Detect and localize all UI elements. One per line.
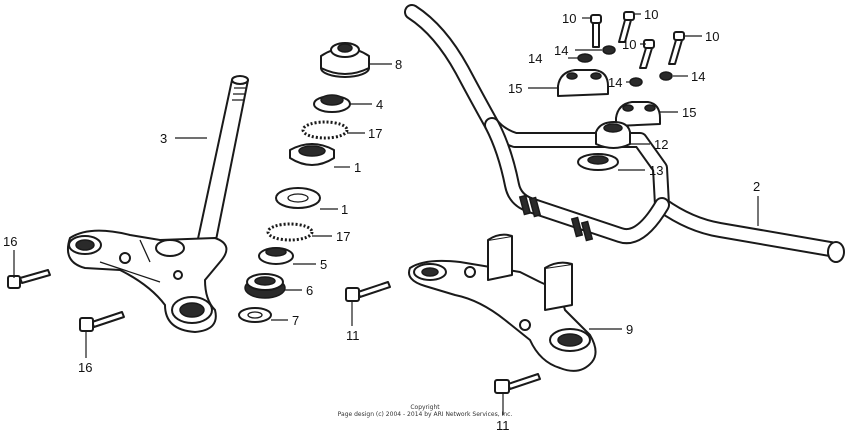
washer-part-7[interactable]	[238, 307, 272, 323]
callout-11-middle: 11	[346, 328, 360, 343]
stem-nut-part-8[interactable]	[320, 42, 370, 78]
callout-13: 13	[649, 163, 663, 178]
steel-balls-part-17-lower[interactable]	[266, 222, 314, 242]
callout-1-lower: 1	[341, 202, 348, 217]
callout-4: 4	[376, 97, 383, 112]
handlebar-part-2[interactable]	[404, 4, 845, 263]
callout-17-upper: 17	[368, 126, 382, 141]
dust-seal-part-6[interactable]	[244, 273, 286, 299]
ball-race-part-1-upper[interactable]	[289, 143, 335, 166]
bolt-part-11-middle[interactable]	[345, 281, 391, 302]
callout-15-right: 15	[682, 105, 696, 120]
washer-part-14-a[interactable]	[577, 53, 593, 63]
callout-3: 3	[160, 131, 167, 146]
leader-lines	[13, 13, 759, 415]
callout-15-left: 15	[508, 81, 522, 96]
nut-part-12[interactable]	[595, 121, 631, 149]
callout-16-lower: 16	[78, 360, 92, 375]
ball-race-part-1-lower[interactable]	[275, 187, 321, 209]
bolt-part-10-c[interactable]	[639, 39, 655, 69]
bolt-part-16-lower[interactable]	[79, 311, 125, 332]
steel-balls-part-17-upper[interactable]	[301, 120, 349, 140]
callout-labels: 3 8 4 17 1 1 17 5 6 7 11 16 16 11 9 2 10…	[3, 7, 760, 433]
washer-part-13[interactable]	[577, 153, 619, 171]
callout-14-b: 14	[528, 51, 542, 66]
callout-10-a: 10	[562, 11, 576, 26]
callout-16-left: 16	[3, 234, 17, 249]
callout-7: 7	[292, 313, 299, 328]
cone-race-part-4[interactable]	[313, 94, 351, 113]
copyright-notice: Page design (c) 2004 - 2014 by ARI Netwo…	[337, 411, 513, 418]
callout-12: 12	[654, 137, 668, 152]
callout-14-c: 14	[608, 75, 622, 90]
callout-8: 8	[395, 57, 402, 72]
washer-part-14-b[interactable]	[602, 45, 616, 55]
callout-2: 2	[753, 179, 760, 194]
callout-14-a: 14	[554, 43, 568, 58]
callout-11-bottom: 11	[496, 418, 510, 433]
callout-10-d: 10	[705, 29, 719, 44]
callout-9: 9	[626, 322, 633, 337]
callout-5: 5	[320, 257, 327, 272]
bolt-part-10-b[interactable]	[618, 11, 635, 43]
callout-14-d: 14	[691, 69, 705, 84]
bolt-part-10-a[interactable]	[590, 14, 602, 48]
callout-6: 6	[306, 283, 313, 298]
callout-10-b: 10	[644, 7, 658, 22]
copyright-title: Copyright	[410, 404, 440, 411]
bolt-part-16-left[interactable]	[7, 269, 51, 289]
cone-race-part-5[interactable]	[258, 247, 294, 265]
handlebar-holder-part-15-right[interactable]	[615, 101, 661, 127]
bolt-part-11-bottom[interactable]	[494, 373, 541, 394]
upper-bracket-part-9[interactable]	[408, 233, 597, 372]
callout-17-lower: 17	[336, 229, 350, 244]
steering-stem-part-3[interactable]	[66, 75, 249, 333]
washer-part-14-d[interactable]	[659, 71, 673, 81]
callout-10-c: 10	[622, 37, 636, 52]
callout-1-upper: 1	[354, 160, 361, 175]
bolt-part-10-d[interactable]	[668, 31, 685, 65]
handlebar-holder-part-15-left[interactable]	[557, 69, 609, 97]
washer-part-14-c[interactable]	[629, 77, 643, 87]
